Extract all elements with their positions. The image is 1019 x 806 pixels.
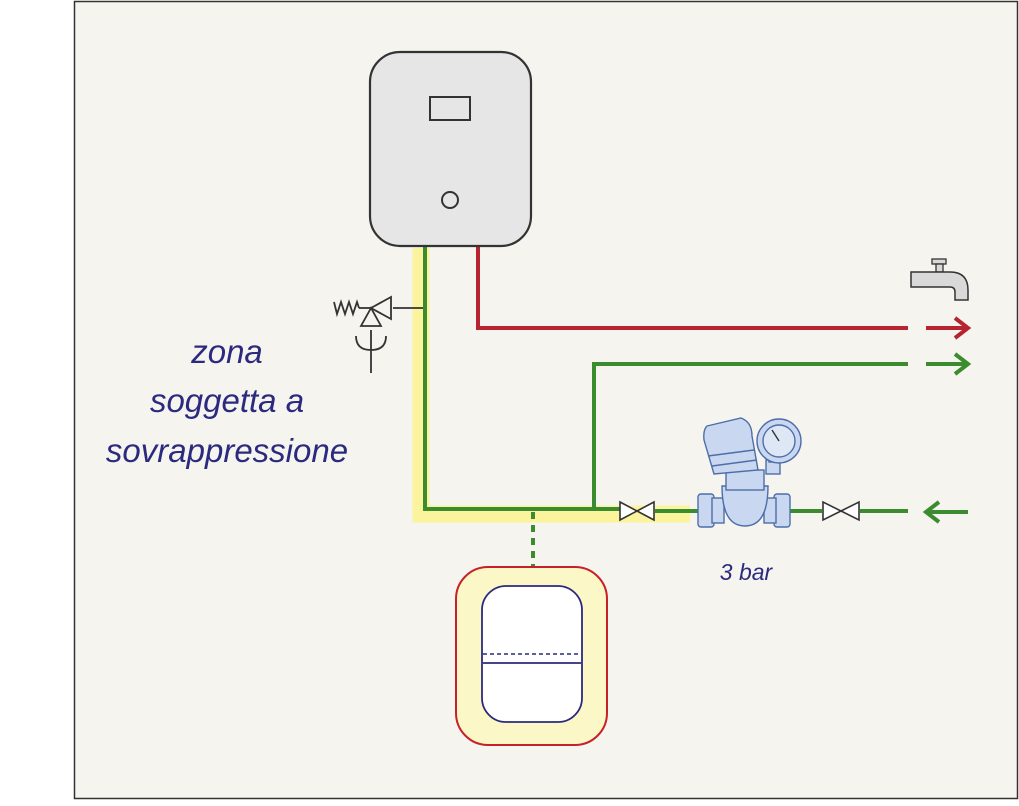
cold-inlet-arrow-icon — [922, 500, 968, 524]
zone-label-line2: soggetta a — [150, 382, 304, 419]
pressure-reducing-valve-icon — [697, 417, 802, 528]
cold-pipe-branch — [592, 362, 908, 509]
shutoff-valve-icon — [822, 500, 860, 522]
hot-outlet-arrow-icon — [926, 316, 972, 340]
cold-pipe-boiler-inlet — [423, 246, 620, 511]
water-tap-icon — [910, 258, 969, 301]
water-heater-icon — [368, 50, 533, 248]
safety-relief-valve-icon — [333, 295, 423, 373]
pressure-label: 3 bar — [720, 559, 774, 585]
hot-pipe — [476, 246, 908, 330]
zone-label-line1: zona — [190, 333, 263, 370]
zone-label-line3: sovrappressione — [106, 432, 348, 469]
cold-outlet-arrow-icon — [926, 352, 972, 376]
overpressure-zone-highlight — [412, 248, 690, 523]
expansion-vessel-icon — [455, 566, 608, 746]
shutoff-valve-icon — [619, 500, 655, 522]
